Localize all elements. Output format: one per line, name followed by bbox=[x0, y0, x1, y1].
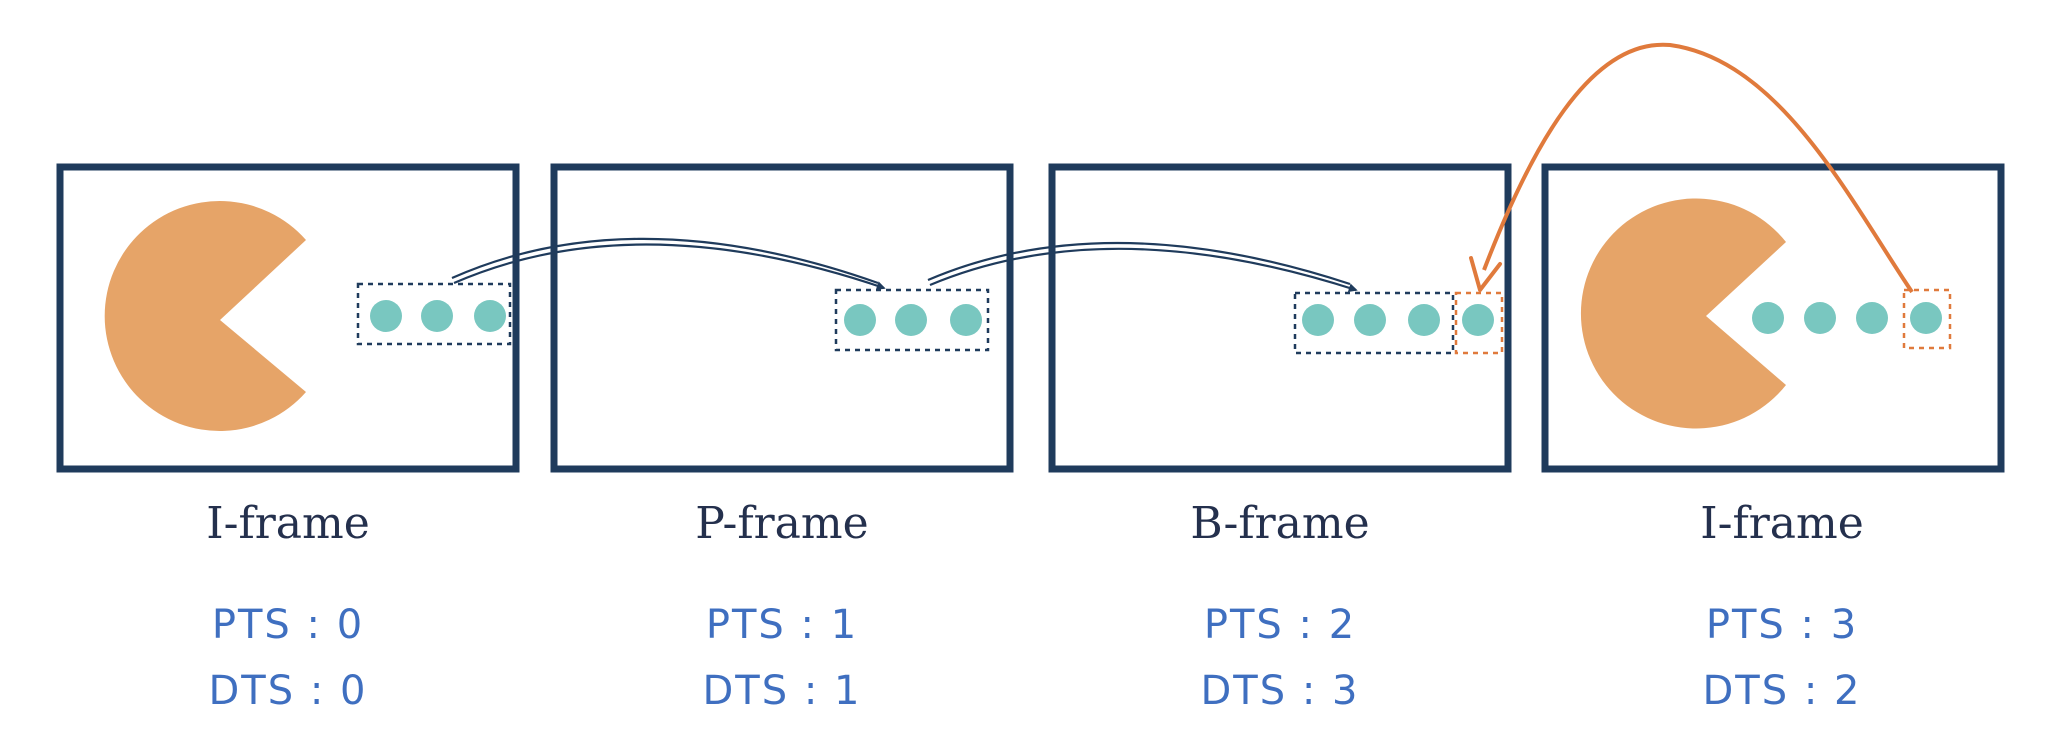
dot bbox=[474, 300, 506, 332]
reorder-arrow bbox=[1469, 42, 1914, 294]
dots-selection-box bbox=[834, 288, 990, 352]
dot bbox=[370, 300, 402, 332]
frame-3-pts: PTS : 2 bbox=[1204, 602, 1356, 648]
frame-3-b-frame bbox=[1048, 163, 1512, 473]
dot bbox=[844, 304, 876, 336]
frame-4-label: I-frame bbox=[1700, 498, 1864, 549]
frame-1-label: I-frame bbox=[206, 498, 370, 549]
frame-4-dts: DTS : 2 bbox=[1703, 668, 1862, 714]
dot bbox=[1804, 302, 1836, 334]
frame-2-label: P-frame bbox=[695, 498, 868, 549]
dot bbox=[1302, 304, 1334, 336]
pacman-icon bbox=[104, 200, 306, 431]
dots-selection-box bbox=[356, 282, 512, 346]
dot bbox=[1910, 302, 1942, 334]
dot bbox=[895, 304, 927, 336]
frame-1-pts: PTS : 0 bbox=[212, 602, 364, 648]
dot bbox=[1408, 304, 1440, 336]
reorder-selection-box bbox=[1902, 288, 1952, 350]
frame-1-dts: DTS : 0 bbox=[209, 668, 368, 714]
frame-3-label: B-frame bbox=[1190, 498, 1369, 549]
dot bbox=[1354, 304, 1386, 336]
frame-2-p-frame bbox=[550, 163, 1014, 473]
dot bbox=[1856, 302, 1888, 334]
dot bbox=[950, 304, 982, 336]
frame-3-box bbox=[1048, 163, 1512, 473]
dot bbox=[1752, 302, 1784, 334]
frame-2-dts: DTS : 1 bbox=[703, 668, 862, 714]
dot bbox=[421, 300, 453, 332]
frame-1-i-frame bbox=[56, 163, 520, 473]
reorder-selection-box bbox=[1454, 291, 1504, 355]
frame-2-box bbox=[550, 163, 1014, 473]
frame-4-pts: PTS : 3 bbox=[1706, 602, 1858, 648]
prediction-arrow-2 bbox=[927, 241, 1358, 293]
pacman-icon bbox=[1580, 198, 1786, 429]
frame-4-i-frame bbox=[1541, 163, 2005, 473]
frame-1-box bbox=[56, 163, 520, 473]
frame-3-dts: DTS : 3 bbox=[1201, 668, 1360, 714]
prediction-arrow-1 bbox=[451, 237, 886, 290]
dot bbox=[1462, 304, 1494, 336]
frame-4-box bbox=[1541, 163, 2005, 473]
frame-2-pts: PTS : 1 bbox=[706, 602, 858, 648]
